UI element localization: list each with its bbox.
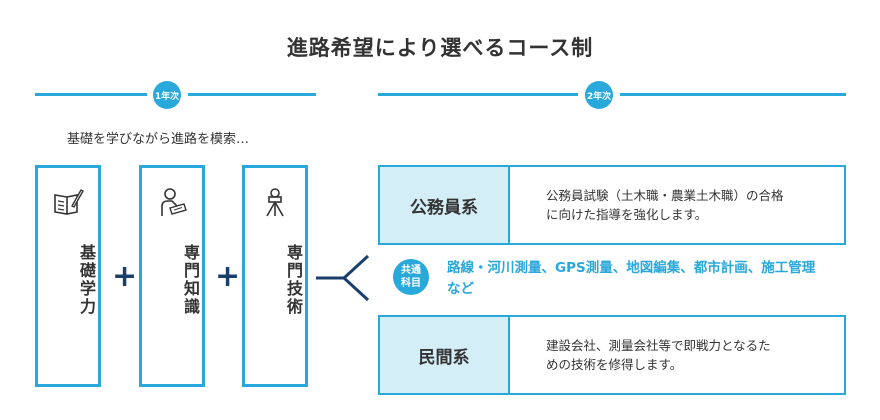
plus-sign-1: +	[112, 259, 138, 294]
year1-subtitle: 基礎を学びながら進路を模索…	[67, 132, 250, 147]
course-private-desc-line1: 建設会社、測量会社等で即戦力となるた	[546, 338, 771, 353]
course-private-desc: 建設会社、測量会社等で即戦力となるた めの技術を修得します。	[510, 317, 844, 393]
plus-sign-2: +	[215, 259, 241, 294]
common-badge-line1: 共通	[401, 265, 421, 276]
common-subjects-badge: 共通 科目	[393, 259, 429, 295]
year1-line-left	[35, 93, 147, 96]
subject-box-basic: 基礎学力	[35, 165, 101, 387]
course-private-desc-line2: めの技術を修得します。	[546, 357, 683, 372]
year2-badge: 2年次	[585, 81, 613, 109]
course-public-desc-line1: 公務員試験（土木職・農業土木職）の合格	[546, 188, 784, 203]
course-public-desc: 公務員試験（土木職・農業土木職）の合格 に向けた指導を強化します。	[510, 167, 844, 243]
studying-student-icon	[161, 188, 187, 216]
common-badge-line2: 科目	[401, 278, 421, 289]
course-public: 公務員系 公務員試験（土木職・農業土木職）の合格 に向けた指導を強化します。	[378, 165, 846, 245]
course-public-name: 公務員系	[380, 167, 510, 243]
year2-line-left	[378, 93, 578, 96]
surveying-instrument-icon	[266, 188, 284, 217]
subject-label-technique: 専門技術	[284, 244, 303, 316]
branch-connector	[316, 254, 370, 302]
common-subjects-list: 路線・河川測量、GPS測量、地図編集、都市計画、施工管理 など	[447, 258, 847, 300]
common-subjects-line2: など	[447, 281, 474, 297]
year2-line-right	[620, 93, 846, 96]
course-private-name: 民間系	[380, 317, 510, 393]
subject-label-knowledge: 専門知識	[181, 244, 200, 316]
course-private: 民間系 建設会社、測量会社等で即戦力となるた めの技術を修得します。	[378, 315, 846, 395]
year1-line-right	[188, 93, 316, 96]
subject-box-technique: 専門技術	[242, 165, 308, 387]
course-public-desc-line2: に向けた指導を強化します。	[546, 207, 708, 222]
year1-badge: 1年次	[153, 81, 181, 109]
subject-label-basic: 基礎学力	[77, 244, 96, 316]
common-subjects-line1: 路線・河川測量、GPS測量、地図編集、都市計画、施工管理	[447, 260, 816, 276]
notebook-pencil-icon	[54, 189, 84, 215]
subject-box-knowledge: 専門知識	[139, 165, 205, 387]
page-title: 進路希望により選べるコース制	[286, 36, 594, 60]
